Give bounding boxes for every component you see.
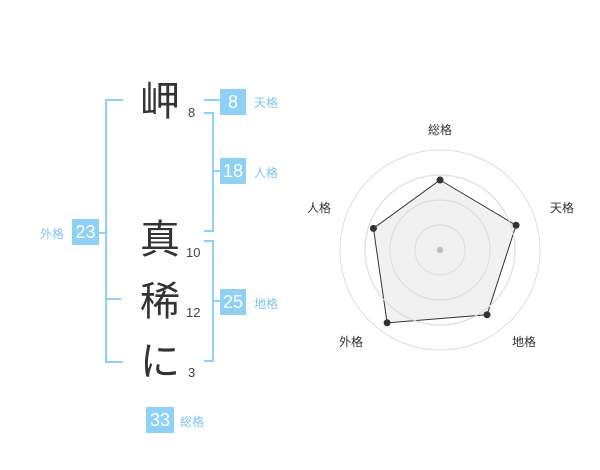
given-char-3-strokes: 3	[188, 365, 196, 380]
given-char-3: に	[140, 339, 180, 385]
given-char-2: 稀	[140, 279, 180, 325]
radar-axis-label-chikaku: 地格	[511, 335, 536, 349]
soukaku-label: 総格	[180, 415, 205, 429]
radar-point-2	[512, 221, 520, 229]
radar-axis-label-tenkaku: 天格	[549, 201, 574, 215]
chikaku-value: 25	[220, 289, 246, 315]
gaikaku-label: 外格	[40, 227, 65, 241]
radar-point-3	[483, 311, 491, 319]
jinkaku-label: 人格	[254, 166, 279, 180]
radar-point-1	[436, 176, 444, 184]
radar-axis-label-gaikaku: 外格	[338, 335, 363, 349]
jinkaku-connector	[212, 170, 220, 172]
tenkaku-connector	[204, 99, 220, 101]
jinkaku-value: 18	[220, 158, 246, 184]
radar-series-polygon	[372, 179, 517, 324]
surname-char-1: 岬	[140, 79, 180, 125]
radar-axis-label-jinkaku: 人格	[306, 201, 331, 215]
radar-point-5	[369, 224, 377, 232]
gaikaku-value: 23	[72, 219, 99, 245]
soukaku-value: 33	[146, 407, 174, 433]
gaikaku-connector	[99, 232, 105, 234]
gaikaku-bracket-mid	[105, 298, 121, 300]
radar-point-4	[383, 319, 391, 327]
radar-center-dot	[437, 247, 443, 253]
chikaku-label: 地格	[254, 297, 279, 311]
jinkaku-bracket	[204, 112, 214, 232]
gaikaku-bracket	[105, 99, 123, 363]
given-char-2-strokes: 12	[186, 305, 201, 320]
radar-ring-overlay-2	[389, 199, 491, 301]
given-char-1-strokes: 10	[186, 245, 201, 260]
tenkaku-label: 天格	[254, 96, 279, 110]
radar-ring-overlay-3	[364, 174, 516, 326]
radar-ring-overlay-1	[414, 224, 466, 276]
surname-char-1-strokes: 8	[188, 105, 196, 120]
radar-axis-label-soukaku: 総格	[427, 123, 452, 137]
chikaku-connector	[212, 300, 220, 302]
tenkaku-value: 8	[220, 89, 246, 115]
given-char-1: 真	[140, 217, 180, 263]
radar-ring-4	[339, 149, 541, 351]
